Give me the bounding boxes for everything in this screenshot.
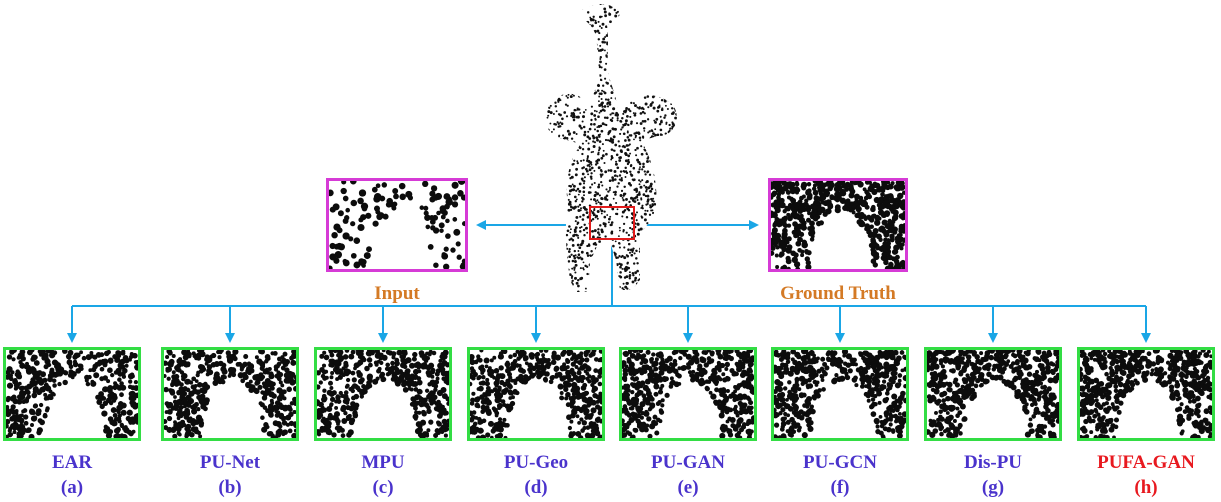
method-points-image xyxy=(774,350,906,438)
method-points-image xyxy=(164,350,296,438)
method-panel-h xyxy=(1077,347,1215,441)
input-points-image xyxy=(329,181,465,269)
method-tag-label: (e) xyxy=(677,477,698,499)
method-name-label: PU-GCN xyxy=(803,452,877,474)
input-panel xyxy=(326,178,468,272)
elephant-point-cloud-icon xyxy=(540,0,690,300)
method-name-label: Dis-PU xyxy=(964,452,1022,474)
method-panel-b xyxy=(161,347,299,441)
method-panel-f xyxy=(771,347,909,441)
method-name-label: EAR xyxy=(52,452,92,474)
method-tag-label: (d) xyxy=(524,477,547,499)
method-panel-c xyxy=(314,347,452,441)
ground-truth-points-image xyxy=(771,181,905,269)
method-panel-d xyxy=(467,347,605,441)
method-panel-a xyxy=(3,347,141,441)
method-tag-label: (f) xyxy=(831,477,850,499)
method-points-image xyxy=(470,350,602,438)
ground-truth-panel xyxy=(768,178,908,272)
method-points-image xyxy=(927,350,1059,438)
method-name-label: PU-GAN xyxy=(651,452,725,474)
ground-truth-label: Ground Truth xyxy=(780,283,896,305)
method-tag-label: (g) xyxy=(982,477,1004,499)
method-name-label: MPU xyxy=(361,452,404,474)
method-name-label: PU-Geo xyxy=(504,452,568,474)
method-points-image xyxy=(6,350,138,438)
method-name-label: PUFA-GAN xyxy=(1097,452,1195,474)
method-tag-label: (h) xyxy=(1134,477,1157,499)
method-panel-g xyxy=(924,347,1062,441)
input-label: Input xyxy=(374,283,419,305)
method-points-image xyxy=(622,350,754,438)
method-points-image xyxy=(317,350,449,438)
method-tag-label: (b) xyxy=(218,477,241,499)
method-points-image xyxy=(1080,350,1212,438)
method-panel-e xyxy=(619,347,757,441)
method-name-label: PU-Net xyxy=(200,452,260,474)
method-tag-label: (c) xyxy=(372,477,393,499)
method-tag-label: (a) xyxy=(61,477,83,499)
